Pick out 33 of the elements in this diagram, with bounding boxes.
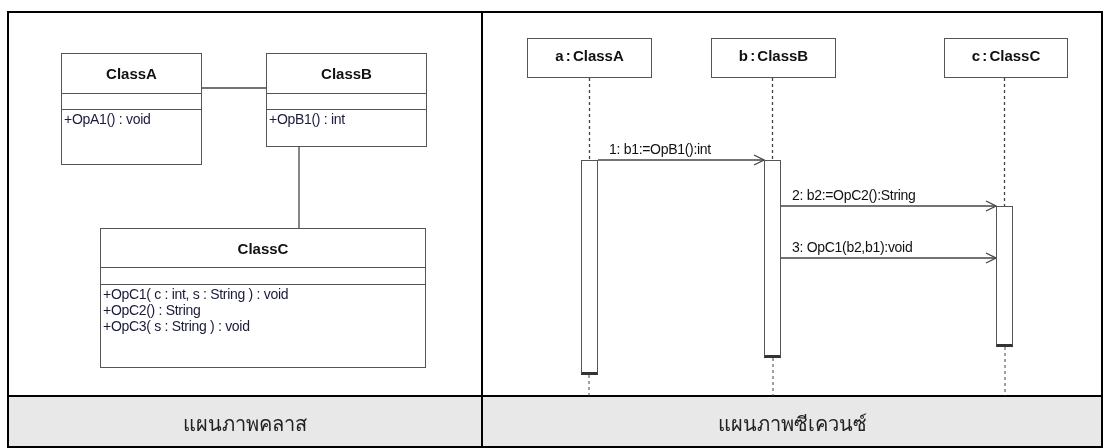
class-name: ClassA [106, 65, 157, 82]
operation-text: +OpC3( s : String ) : void [102, 318, 250, 334]
message-arrow [780, 200, 997, 212]
caption: แผนภาพซีเควนซ์ [717, 411, 867, 438]
object-name: a : ClassA [555, 46, 624, 64]
operation-text: +OpC1( c : int, s : String ) : void [102, 286, 289, 302]
message-arrow [780, 252, 997, 264]
operation-text: +OpC2() : String [102, 302, 201, 318]
object-name: b : ClassB [738, 46, 809, 64]
message-label: 3: OpC1(b2,b1):void [791, 239, 914, 255]
object-box [527, 38, 652, 78]
activation-bar [764, 160, 781, 358]
association-line [298, 146, 300, 229]
caption: แผนภาพคลาส [183, 411, 307, 438]
activation-bar [581, 160, 598, 375]
class-box [61, 53, 202, 165]
operation-text: +OpA1() : void [63, 111, 151, 127]
object-box [944, 38, 1068, 78]
class-name: ClassB [321, 65, 372, 82]
operation-text: +OpB1() : int [268, 111, 345, 127]
lifeline [771, 77, 774, 161]
class-box [100, 228, 426, 368]
object-box [711, 38, 836, 78]
message-label: 2: b2:=OpC2():String [791, 187, 917, 203]
message-label: 1: b1:=OpB1():int [608, 141, 712, 157]
class-name: ClassC [237, 239, 289, 257]
association-line [201, 87, 267, 89]
object-name: c : ClassC [971, 46, 1041, 64]
activation-bar [996, 206, 1013, 347]
lifeline [1003, 77, 1006, 207]
lifeline [588, 77, 591, 161]
class-box [266, 53, 427, 147]
message-arrow [597, 154, 765, 166]
